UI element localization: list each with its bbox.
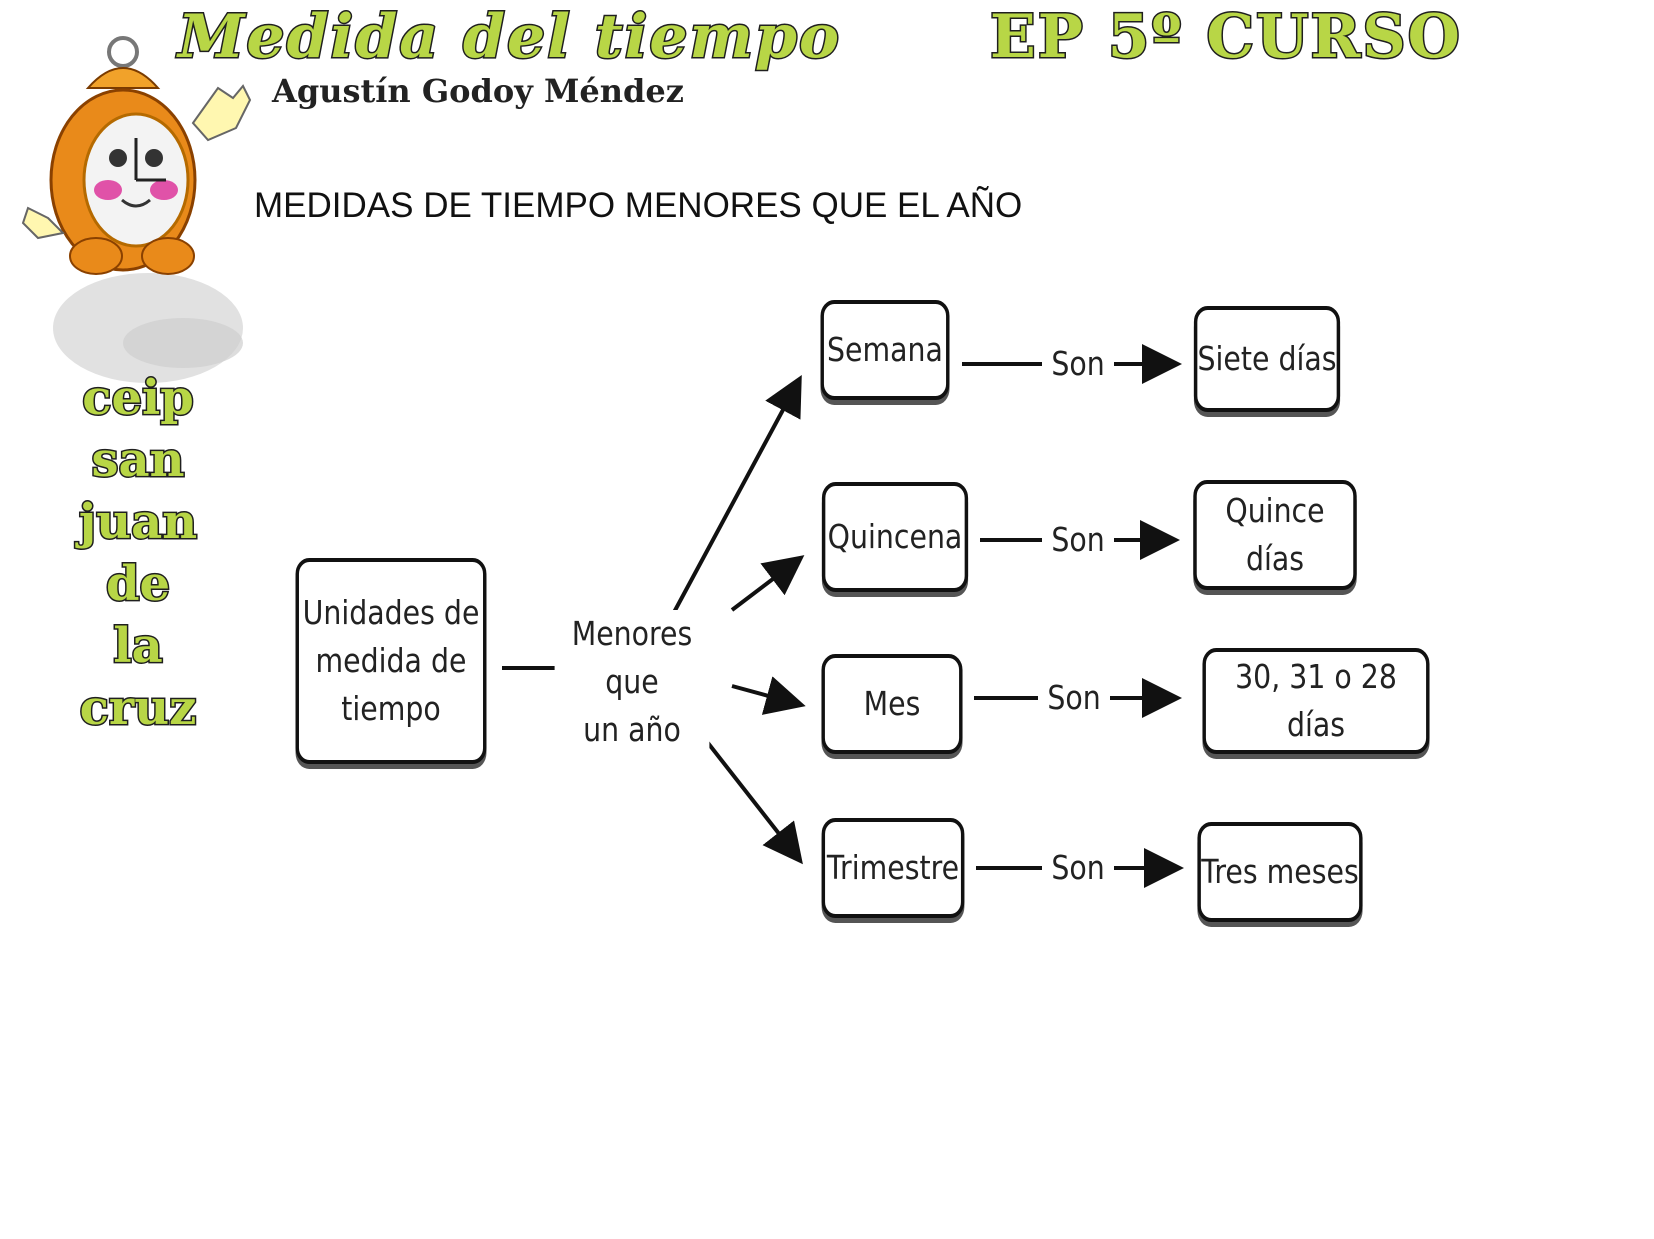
unit-node-quincena: Quincena — [821, 482, 969, 592]
school-word: cruz — [78, 680, 198, 736]
value-node-quincena: Quince días — [1193, 480, 1357, 590]
school-word: la — [112, 618, 164, 674]
unit-node-semana: Semana — [820, 300, 950, 400]
arrow-to-mes — [731, 676, 806, 715]
school-word: san — [90, 432, 186, 488]
unit-node-mes: Mes — [821, 654, 963, 754]
value-node-mes: 30, 31 o 28 días — [1202, 648, 1430, 754]
course-label: EP 5º CURSO — [989, 1, 1462, 74]
school-word: de — [104, 556, 171, 612]
section-heading: MEDIDAS DE TIEMPO MENORES QUE EL AÑO — [254, 186, 1023, 225]
son-label: Son — [1039, 674, 1109, 722]
son-label: Son — [1043, 516, 1113, 564]
unit-node-trimestre: Trimestre — [821, 818, 965, 918]
value-node-semana: Siete días — [1193, 306, 1341, 412]
son-label: Son — [1043, 340, 1113, 388]
arrow-to-semana — [670, 374, 802, 617]
son-label: Son — [1043, 844, 1113, 892]
school-word: juan — [77, 494, 198, 550]
root-node: Unidades de medida de tiempo — [295, 558, 487, 764]
concept-map: Unidades de medida de tiempo Menores que… — [280, 300, 1460, 940]
author-name: Agustín Godoy Méndez — [272, 72, 684, 110]
worksheet-title: Medida del tiempo — [176, 1, 842, 74]
school-name-vertical: ceip san juan de la cruz — [77, 373, 198, 734]
branch-label: Menores que un año — [554, 610, 710, 754]
arrow-to-quincena — [730, 555, 805, 612]
school-word: ceip — [81, 370, 196, 426]
value-node-trimestre: Tres meses — [1197, 822, 1363, 922]
clock-mascot-icon — [21, 36, 252, 383]
